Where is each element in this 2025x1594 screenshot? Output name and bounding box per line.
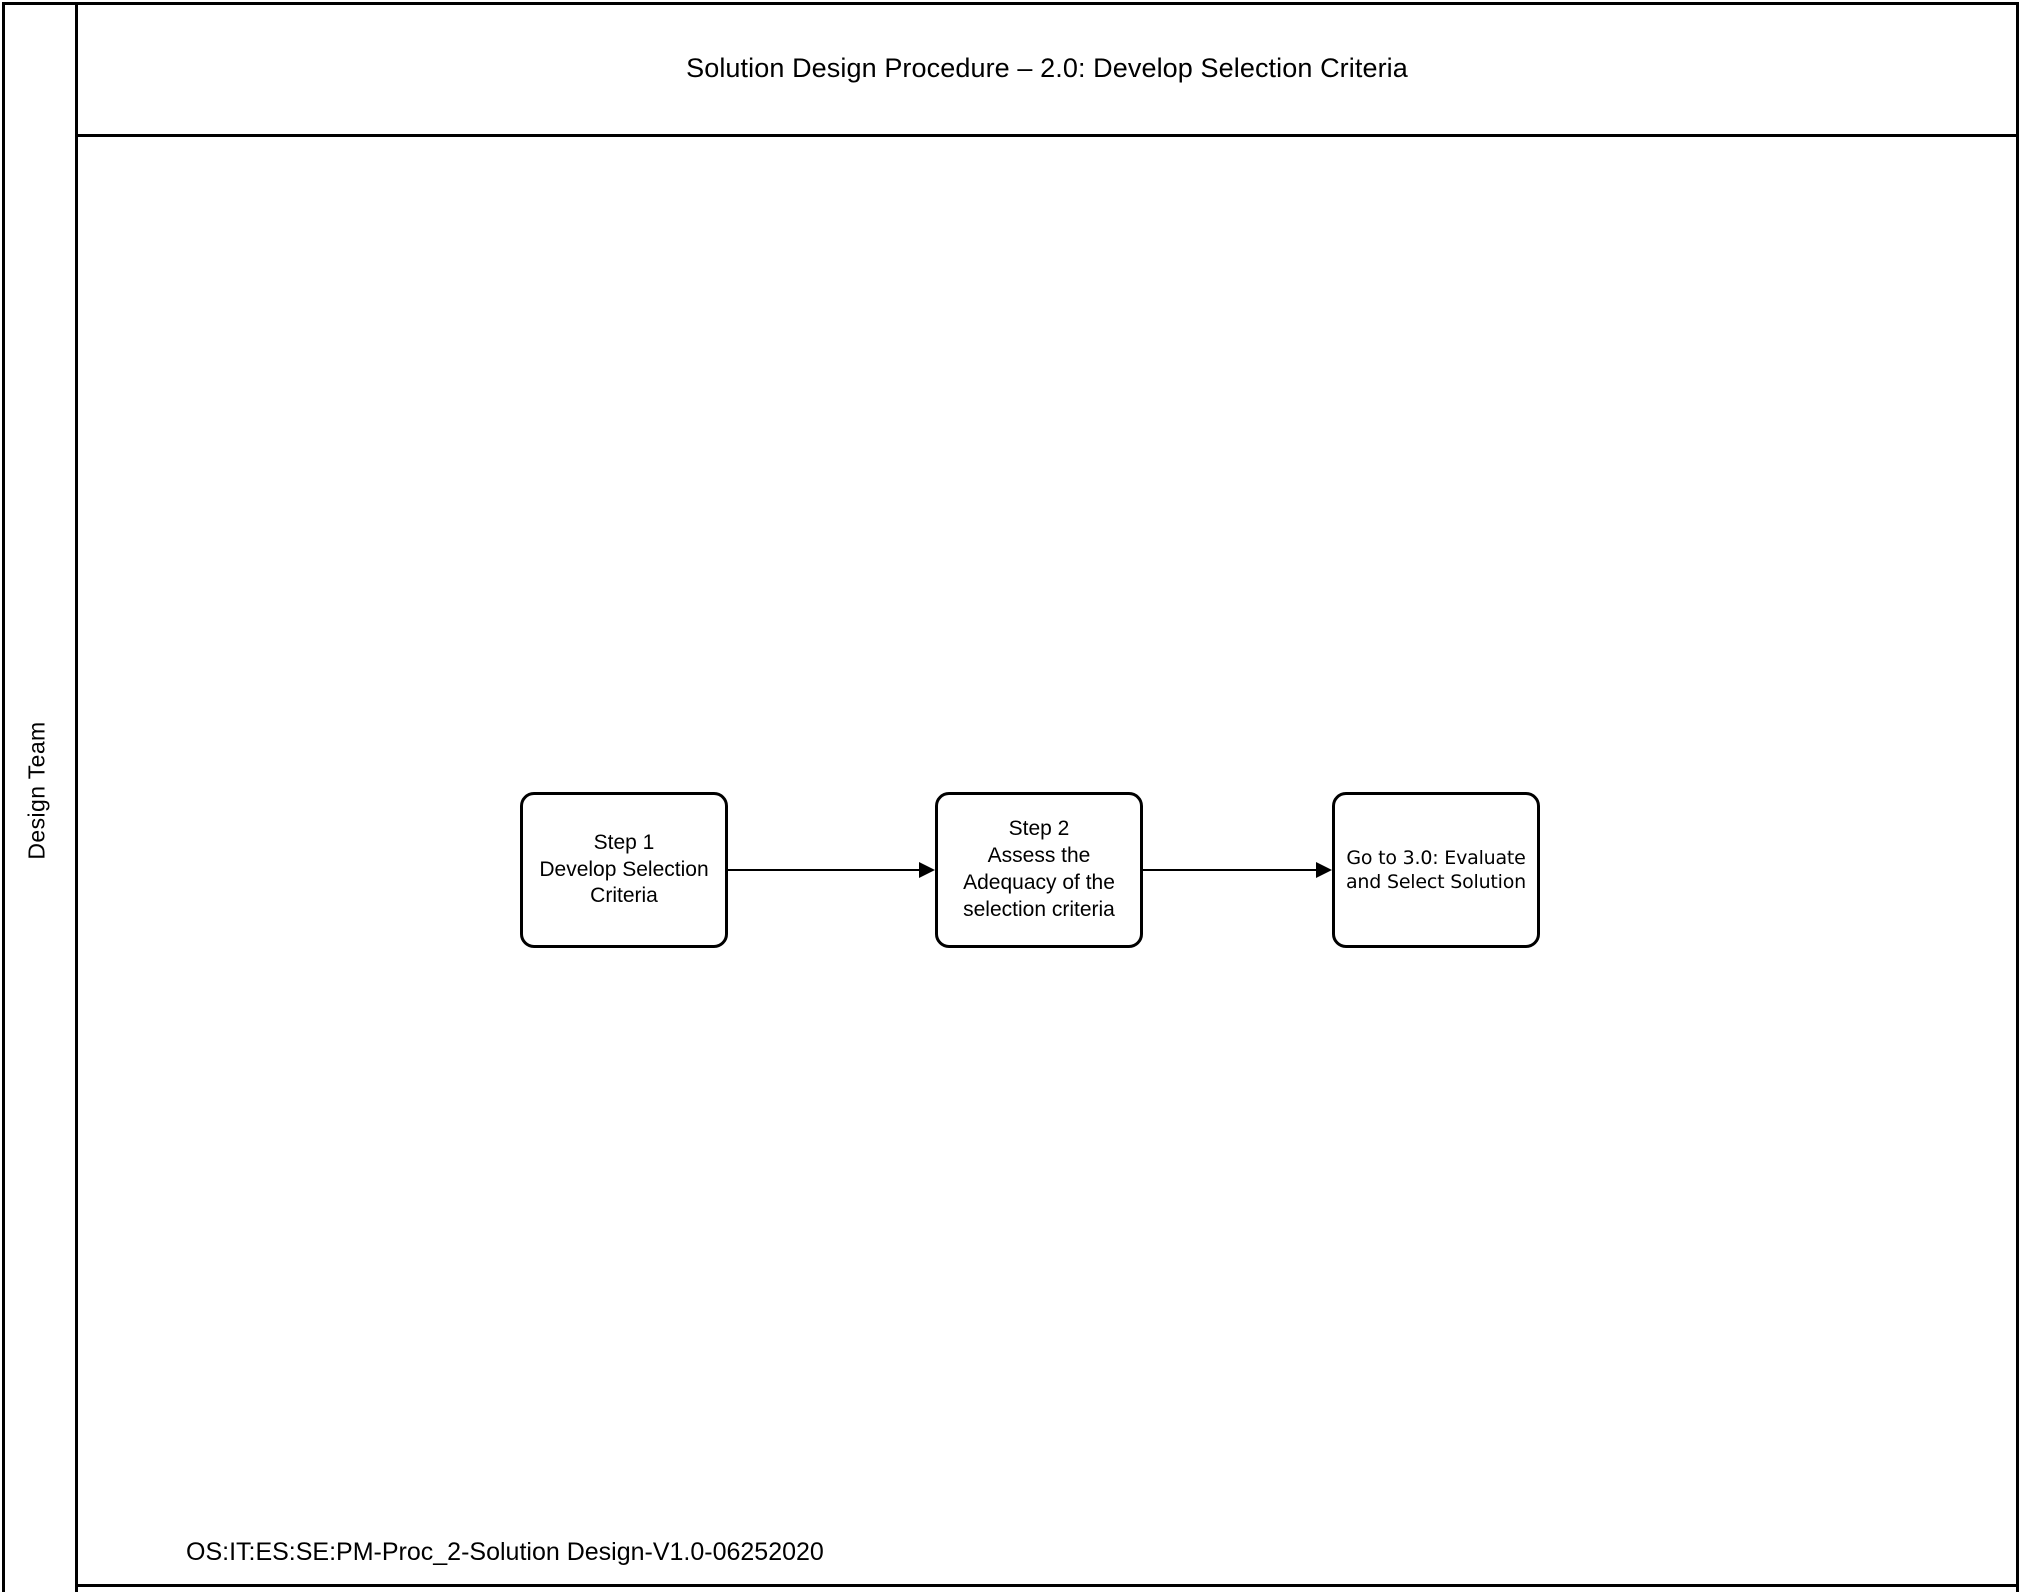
swimlane-label-text: Design Team bbox=[24, 720, 50, 860]
frame-top-border bbox=[2, 2, 2019, 5]
swimlane-header-design-team: Design Team bbox=[0, 680, 75, 900]
swimlane-divider bbox=[75, 2, 78, 1592]
title-separator-rule bbox=[75, 134, 2019, 137]
frame-right-border bbox=[2016, 2, 2019, 1592]
flow-node-goto-3[interactable]: Go to 3.0: Evaluate and Select Solution bbox=[1332, 792, 1540, 948]
connector-shaft bbox=[728, 869, 921, 871]
page-title: Solution Design Procedure – 2.0: Develop… bbox=[686, 52, 1408, 83]
connector-step1-to-step2-arrow-icon bbox=[728, 862, 935, 878]
flow-node-label: Go to 3.0: Evaluate and Select Solution bbox=[1345, 846, 1527, 893]
frame-left-border bbox=[2, 2, 5, 1592]
footer-separator-rule bbox=[75, 1584, 2019, 1587]
connector-shaft bbox=[1143, 869, 1318, 871]
arrowhead-icon bbox=[919, 862, 935, 878]
connector-step2-to-goto3-arrow-icon bbox=[1143, 862, 1332, 878]
arrowhead-icon bbox=[1316, 862, 1332, 878]
document-reference-footer: OS:IT:ES:SE:PM-Proc_2-Solution Design-V1… bbox=[186, 1538, 824, 1566]
flow-node-step-1[interactable]: Step 1 Develop Selection Criteria bbox=[520, 792, 728, 948]
flow-node-label: Step 1 Develop Selection Criteria bbox=[539, 830, 709, 908]
flow-node-label: Step 2 Assess the Adequacy of the select… bbox=[963, 817, 1115, 921]
flow-node-step-2[interactable]: Step 2 Assess the Adequacy of the select… bbox=[935, 792, 1143, 948]
